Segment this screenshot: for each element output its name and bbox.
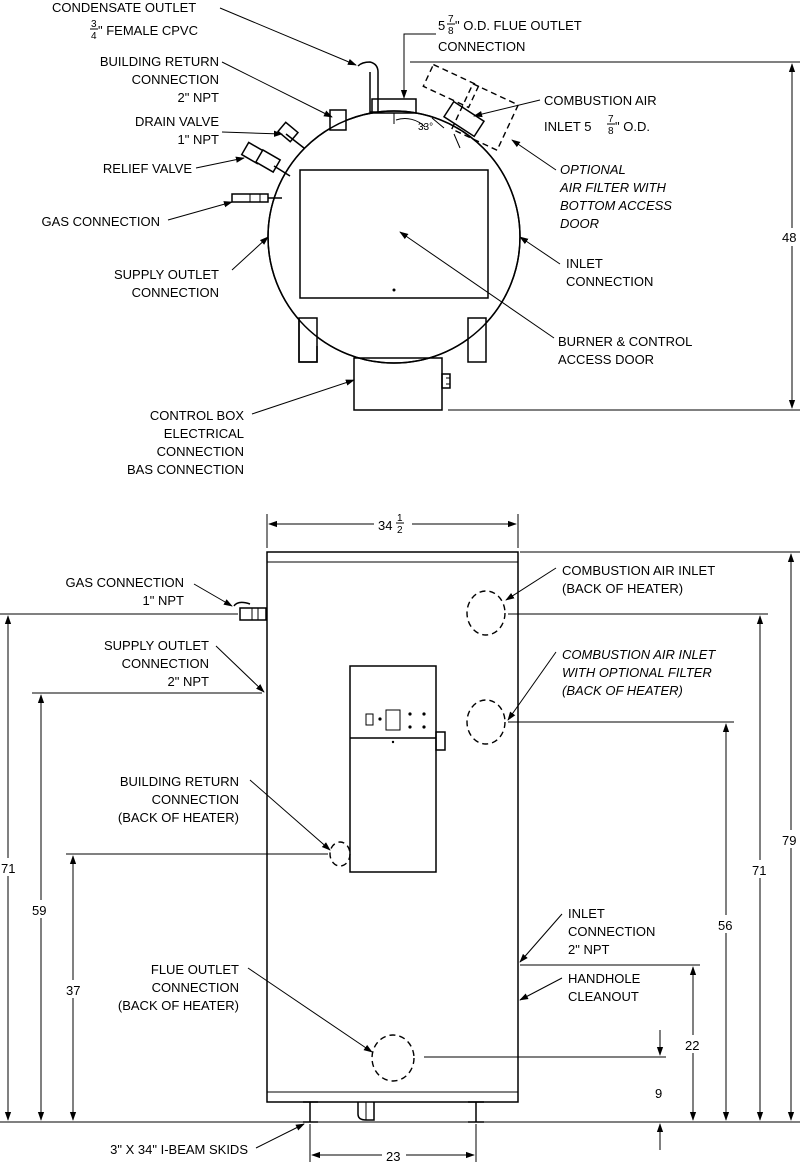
combustion-air-inlet: INLET 5 — [544, 119, 591, 134]
condensate-pipe — [357, 61, 379, 113]
flue-outlet-label-2: CONNECTION — [438, 39, 525, 54]
control-box-top — [353, 357, 443, 411]
optional-filter-label-2: AIR FILTER WITH — [559, 180, 667, 195]
building-return-label: BUILDING RETURN — [100, 54, 219, 69]
combustion-air-label: COMBUSTION AIR — [544, 93, 657, 108]
inlet-connection-label-front: INLET — [568, 906, 605, 921]
width-frac-num: 1 — [397, 513, 403, 524]
width-frac-den: 2 — [397, 525, 403, 536]
drain-valve-size: 1" NPT — [178, 132, 220, 147]
building-return-label-front-2: CONNECTION — [152, 792, 239, 807]
building-return-label-3: 2" NPT — [178, 90, 220, 105]
flue-frac-num: 7 — [448, 14, 454, 25]
drain-valve-label: DRAIN VALVE — [135, 114, 219, 129]
control-box-label-2: ELECTRICAL — [164, 426, 244, 441]
dim-right-9-label: 9 — [655, 1086, 662, 1101]
supply-outlet-label-top: SUPPLY OUTLET — [114, 267, 219, 282]
gas-connection-label-top: GAS CONNECTION — [42, 214, 160, 229]
front-view: 34 1 2 71 59 37 79 71 56 — [0, 510, 800, 1164]
inlet-connection-label-front-2: CONNECTION — [568, 924, 655, 939]
control-box-label-4: BAS CONNECTION — [127, 462, 244, 477]
drain-valve-top — [276, 121, 305, 149]
supply-outlet-label-front-3: 2" NPT — [168, 674, 210, 689]
building-return-label-2: CONNECTION — [132, 72, 219, 87]
gas-connection-front — [233, 601, 267, 621]
condensate-frac-num: 3 — [91, 19, 97, 30]
dim-skid-23-label: 23 — [386, 1149, 400, 1164]
condensate-cpvc-label: " FEMALE CPVC — [98, 23, 198, 38]
inlet-connection-label-front-3: 2" NPT — [568, 942, 610, 957]
control-panel — [349, 665, 437, 873]
flue-outlet-label-front-2: CONNECTION — [152, 980, 239, 995]
supply-outlet-label-front: SUPPLY OUTLET — [104, 638, 209, 653]
combustion-filter-inlet-front — [466, 699, 506, 745]
flue-outlet-label: " O.D. FLUE OUTLET — [455, 18, 582, 33]
angle-label: 33° — [418, 122, 433, 133]
control-box-label-3: CONNECTION — [157, 444, 244, 459]
burner-access-door — [299, 169, 489, 299]
combustion-inlet-label-front: COMBUSTION AIR INLET — [562, 563, 715, 578]
flue-whole: 5 — [438, 18, 445, 33]
relief-valve-top — [240, 141, 291, 177]
right-skid-top — [467, 317, 487, 363]
burner-door-label: BURNER & CONTROL — [558, 334, 692, 349]
combustion-inlet-label-front-2: (BACK OF HEATER) — [562, 581, 683, 596]
gas-connection-size-front: 1" NPT — [143, 593, 185, 608]
combustion-filter-label-front: COMBUSTION AIR INLET — [562, 647, 716, 662]
dim-48-label: 48 — [782, 230, 796, 245]
combustion-filter-label-front-2: WITH OPTIONAL FILTER — [562, 665, 712, 680]
optional-filter-label-4: DOOR — [560, 216, 599, 231]
building-return-front — [329, 841, 351, 867]
control-box-connector — [441, 373, 451, 389]
dim-right-71-label: 71 — [752, 863, 766, 878]
dim-right-22-label: 22 — [685, 1038, 699, 1053]
combustion-frac-den: 8 — [608, 126, 614, 137]
i-beam-skids — [303, 1101, 484, 1123]
supply-outlet-label-top-2: CONNECTION — [132, 285, 219, 300]
combustion-air-inlet-top — [395, 100, 486, 149]
left-skid-top — [298, 317, 318, 363]
dim-left-37-label: 37 — [66, 983, 80, 998]
gas-connection-label-front: GAS CONNECTION — [66, 575, 184, 590]
flue-outlet-front — [371, 1034, 415, 1082]
inlet-connection-label-top-2: CONNECTION — [566, 274, 653, 289]
control-switch — [365, 713, 374, 726]
condensate-frac-den: 4 — [91, 31, 97, 42]
dim-right-79-label: 79 — [782, 833, 796, 848]
flue-outlet-label-front: FLUE OUTLET — [151, 962, 239, 977]
flue-outlet-label-front-3: (BACK OF HEATER) — [118, 998, 239, 1013]
combustion-filter-label-front-3: (BACK OF HEATER) — [562, 683, 683, 698]
inlet-connection-label-top: INLET — [566, 256, 603, 271]
gas-connection-top — [231, 193, 282, 203]
combustion-air-inlet-front — [466, 590, 506, 636]
control-display — [385, 709, 401, 731]
flue-frac-den: 8 — [448, 26, 454, 37]
dim-left-59-label: 59 — [32, 903, 46, 918]
width-whole: 34 — [378, 518, 392, 533]
optional-filter-label: OPTIONAL — [560, 162, 626, 177]
combustion-air-od: " O.D. — [615, 119, 650, 134]
dim-right-56-label: 56 — [718, 918, 732, 933]
building-return-label-front: BUILDING RETURN — [120, 774, 239, 789]
burner-door-label-2: ACCESS DOOR — [558, 352, 654, 367]
combustion-frac-num: 7 — [608, 114, 614, 125]
building-return-label-front-3: (BACK OF HEATER) — [118, 810, 239, 825]
cabinet-outline — [266, 551, 519, 1103]
optional-filter-label-3: BOTTOM ACCESS — [560, 198, 672, 213]
dim-left-71-label: 71 — [1, 861, 15, 876]
handhole-label-2: CLEANOUT — [568, 989, 639, 1004]
skids-label: 3" X 34" I-BEAM SKIDS — [110, 1142, 248, 1157]
handhole-label: HANDHOLE — [568, 971, 641, 986]
control-box-label: CONTROL BOX — [150, 408, 244, 423]
panel-connector — [435, 731, 446, 751]
supply-outlet-label-front-2: CONNECTION — [122, 656, 209, 671]
relief-valve-label: RELIEF VALVE — [103, 161, 192, 176]
top-view: 48 33° CONDENSATE OUTLET 3 4 " FEMALE CP… — [42, 0, 800, 477]
condensate-outlet-label: CONDENSATE OUTLET — [52, 0, 196, 15]
